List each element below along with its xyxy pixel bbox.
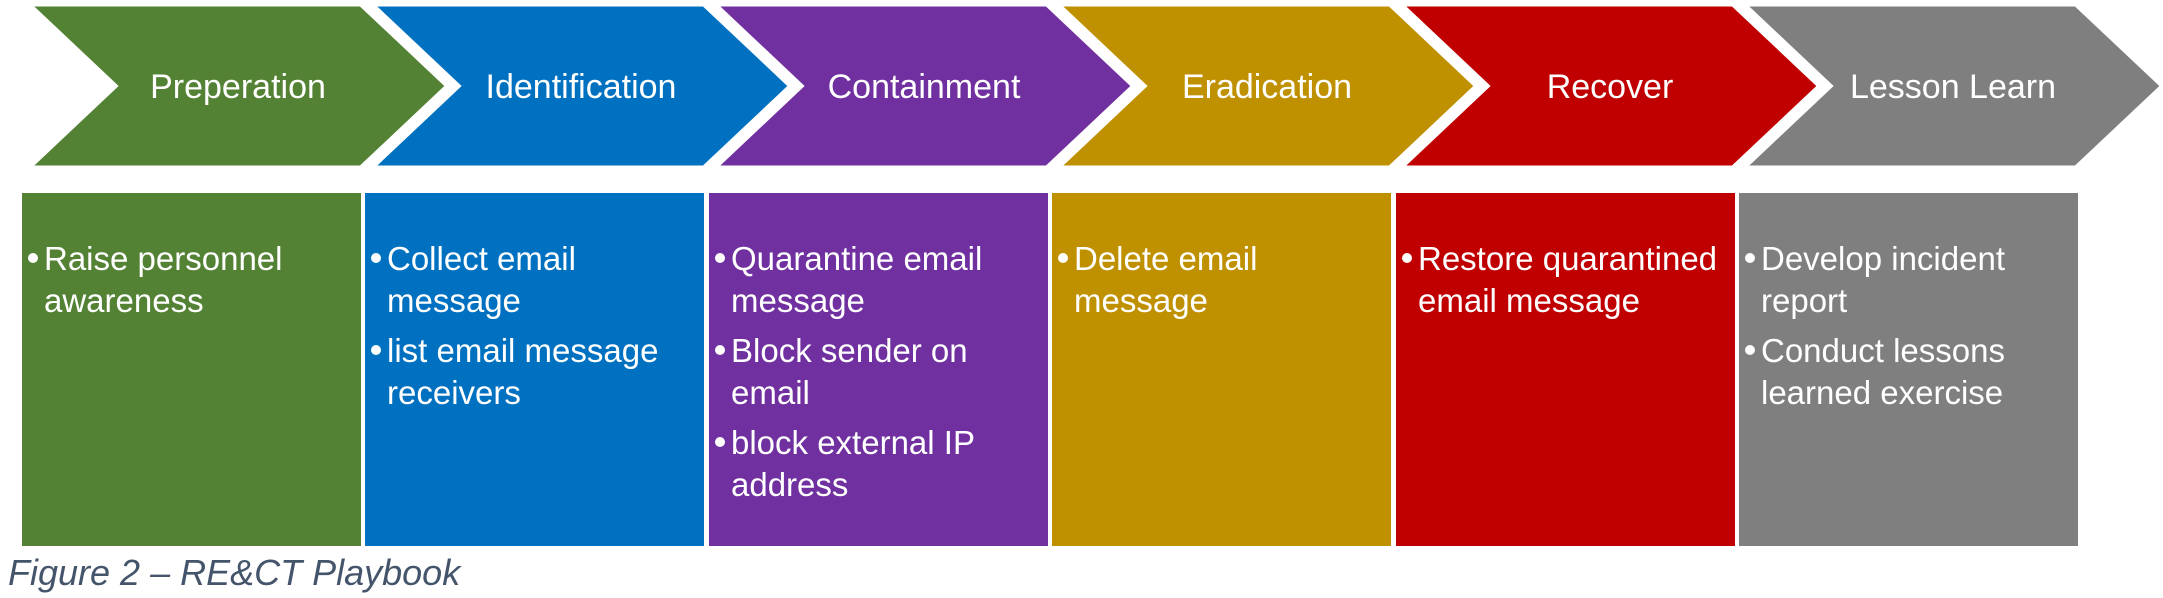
phase-title: Recover xyxy=(1547,68,1674,106)
chevron-shape xyxy=(1393,1,1824,171)
action-item: Conduct lessons learned exercise xyxy=(1745,330,2064,414)
chevron-shape xyxy=(707,1,1138,171)
action-item: Collect email message xyxy=(371,238,690,322)
action-item: Block sender on email xyxy=(715,330,1034,414)
phase-chevron-4: Eradication xyxy=(1050,1,1481,171)
action-item: Delete email message xyxy=(1058,238,1377,322)
phase-chevron-5: Recover xyxy=(1393,1,1824,171)
phase-card-5: Restore quarantined email message xyxy=(1396,193,1735,546)
action-item: list email message receivers xyxy=(371,330,690,414)
phase-chevron-1: Preperation xyxy=(21,1,452,171)
action-item: Develop incident report xyxy=(1745,238,2064,322)
phase-chevron-3: Containment xyxy=(707,1,1138,171)
chevron-shape xyxy=(1736,1,2163,171)
phase-title: Identification xyxy=(486,68,677,106)
chevron-shape xyxy=(21,1,452,171)
phase-card-1: Raise personnel awareness xyxy=(22,193,361,546)
chevron-shape xyxy=(1050,1,1481,171)
phase-title: Eradication xyxy=(1182,68,1352,106)
action-item: Quarantine email message xyxy=(715,238,1034,322)
figure-caption: Figure 2 – RE&CT Playbook xyxy=(8,552,461,593)
phase-chevrons: Preperation Identification Containment Erad… xyxy=(21,1,2163,171)
phase-card-4: Delete email message xyxy=(1052,193,1391,546)
phase-title: Preperation xyxy=(150,68,326,106)
phase-title: Lesson Learn xyxy=(1850,68,2056,106)
chevron-shape xyxy=(364,1,795,171)
phase-title: Containment xyxy=(828,68,1021,106)
action-list: Restore quarantined email message xyxy=(1402,238,1721,322)
action-list: Raise personnel awareness xyxy=(28,238,347,322)
phase-chevron-2: Identification xyxy=(364,1,795,171)
phase-chevron-6: Lesson Learn xyxy=(1736,1,2163,171)
action-item: Raise personnel awareness xyxy=(28,238,347,322)
action-list: Delete email message xyxy=(1058,238,1377,322)
action-item: Restore quarantined email message xyxy=(1402,238,1721,322)
action-item: block external IP address xyxy=(715,422,1034,506)
